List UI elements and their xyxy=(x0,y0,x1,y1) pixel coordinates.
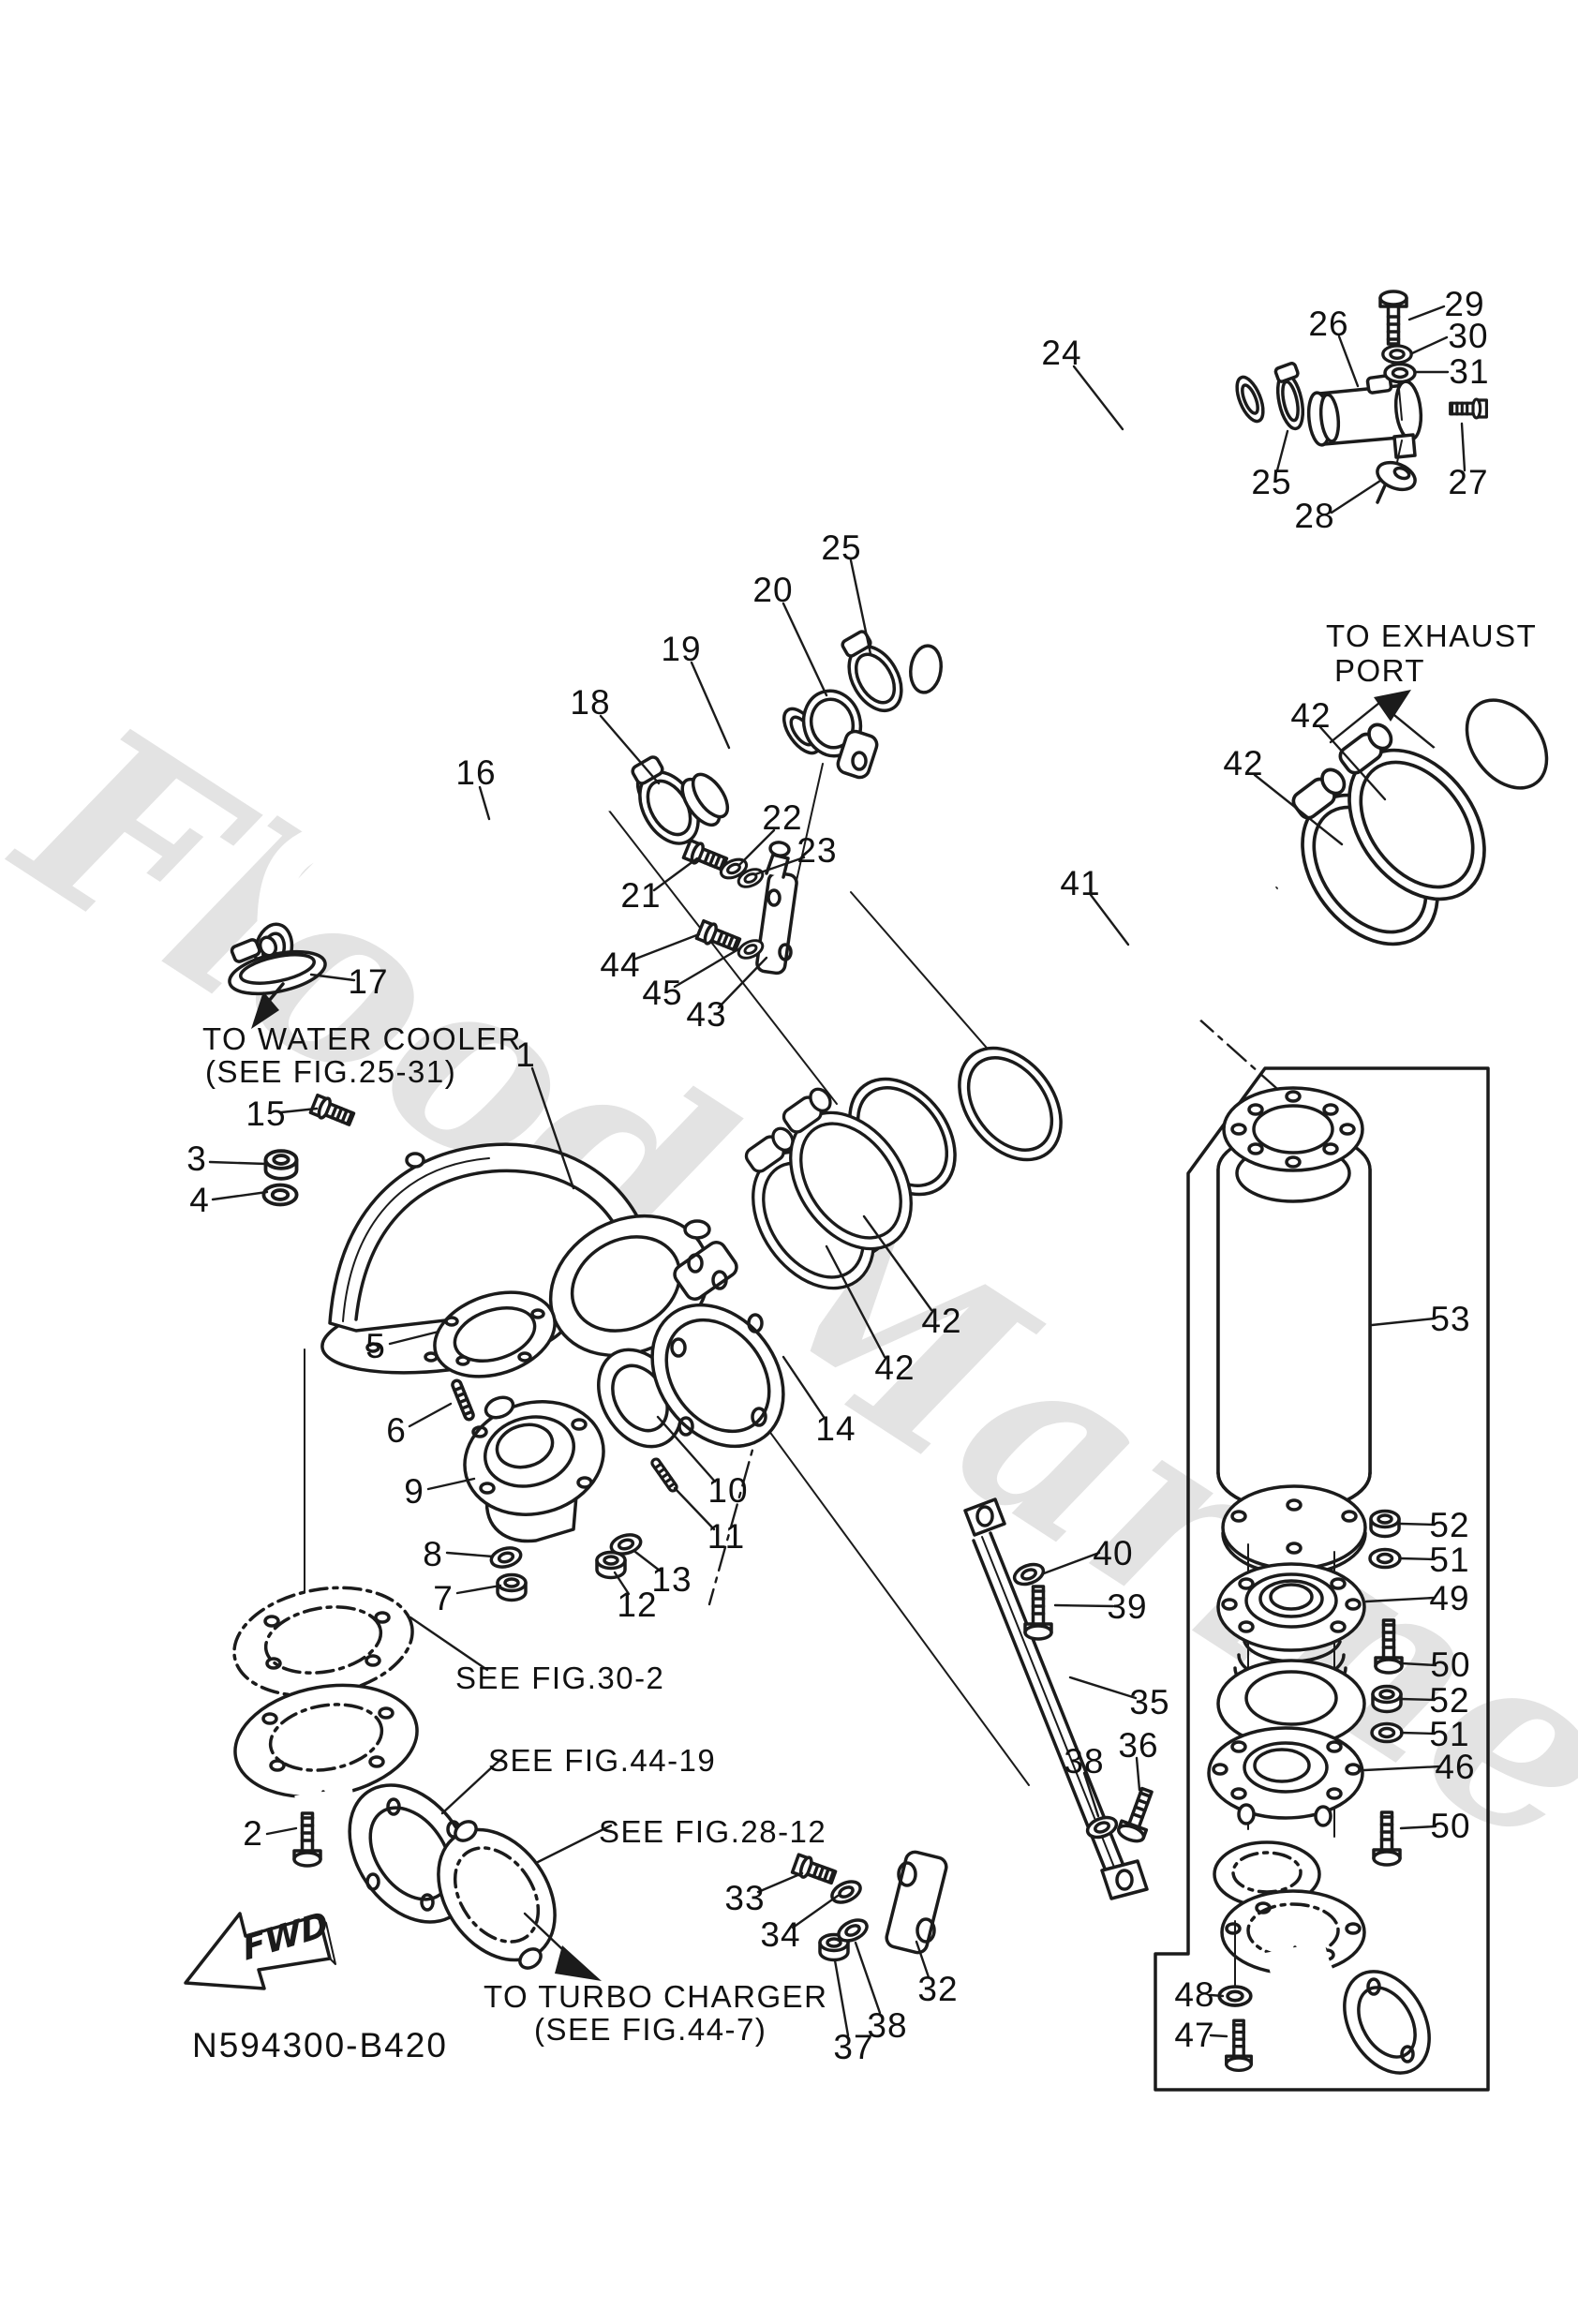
drawing-number: N594300-B420 xyxy=(192,2026,448,2064)
callout-42-d: 42 xyxy=(874,1348,916,1387)
callout-22: 22 xyxy=(762,798,803,837)
part-24-hose xyxy=(908,375,1265,694)
to-turbo-charger-line2: (SEE FIG.44-7) xyxy=(534,2012,767,2047)
part-lower-elbow-assy xyxy=(1213,1840,1431,2075)
callout-49: 49 xyxy=(1429,1579,1470,1617)
callout-48: 48 xyxy=(1174,1975,1215,2014)
part-49-bellows-joint xyxy=(1216,1562,1366,1749)
callout-42-b: 42 xyxy=(1223,744,1264,782)
to-exhaust-port-line1: TO EXHAUST xyxy=(1326,618,1538,653)
part-gasket-28-12 xyxy=(437,1820,557,1970)
see-fig-30-2: SEE FIG.30-2 xyxy=(455,1661,665,1695)
callout-21: 21 xyxy=(620,876,662,915)
callout-17: 17 xyxy=(348,962,389,1001)
part-5-gasket xyxy=(433,1290,557,1378)
callout-47: 47 xyxy=(1174,2016,1215,2054)
callout-2: 2 xyxy=(243,1814,263,1853)
callout-3: 3 xyxy=(186,1140,207,1178)
sub-assembly-box xyxy=(1154,1066,1490,2092)
part-46-flange xyxy=(1207,1726,1364,1827)
callout-39: 39 xyxy=(1107,1587,1148,1626)
callout-51-a: 51 xyxy=(1429,1541,1470,1579)
callout-38-a: 38 xyxy=(1064,1742,1105,1780)
part-53-muffler-assy xyxy=(1216,1086,1372,1838)
part-41-hose xyxy=(848,845,1311,1197)
part-26-fitting xyxy=(1306,348,1423,468)
to-water-cooler-arrow xyxy=(251,982,285,1029)
part-43-bracket xyxy=(755,841,798,976)
callout-19: 19 xyxy=(661,630,702,668)
part-17-clamp xyxy=(228,935,327,996)
callout-44: 44 xyxy=(600,946,641,984)
callout-25-mid: 25 xyxy=(821,529,862,567)
callout-18: 18 xyxy=(570,683,611,722)
callout-13: 13 xyxy=(651,1560,692,1599)
callout-31: 31 xyxy=(1449,352,1490,391)
callout-42-c: 42 xyxy=(921,1302,962,1340)
part-9-elbow-flange xyxy=(463,1395,605,1543)
callout-35: 35 xyxy=(1129,1683,1170,1721)
callout-50-b: 50 xyxy=(1430,1807,1471,1845)
callout-37: 37 xyxy=(833,2028,874,2066)
callout-14: 14 xyxy=(815,1409,856,1448)
see-fig-44-19: SEE FIG.44-19 xyxy=(488,1743,717,1778)
part-elbow-flange xyxy=(233,1683,473,1924)
callout-46: 46 xyxy=(1435,1748,1476,1786)
leader-lines xyxy=(208,305,1466,2038)
part-32-bracket xyxy=(885,1850,948,1955)
part-25-clamp-mid xyxy=(841,630,903,712)
to-water-cooler-line1: TO WATER COOLER xyxy=(202,1021,522,1056)
callout-26: 26 xyxy=(1308,305,1349,343)
callout-1: 1 xyxy=(515,1035,536,1074)
to-turbo-arrow xyxy=(523,1912,602,1981)
callout-16: 16 xyxy=(455,753,497,792)
callout-33: 33 xyxy=(724,1879,766,1917)
callout-40: 40 xyxy=(1093,1534,1134,1572)
callout-50-a: 50 xyxy=(1430,1646,1471,1684)
callout-5: 5 xyxy=(365,1327,386,1365)
callout-29: 29 xyxy=(1444,285,1485,323)
callout-42-a: 42 xyxy=(1290,696,1332,735)
callout-36: 36 xyxy=(1118,1726,1159,1765)
callout-52-a: 52 xyxy=(1429,1506,1470,1544)
callout-24: 24 xyxy=(1041,334,1082,372)
to-water-cooler-line2: (SEE FIG.25-31) xyxy=(205,1054,457,1089)
part-28-bracket xyxy=(1376,460,1417,504)
callout-25-top: 25 xyxy=(1251,463,1292,501)
callout-20: 20 xyxy=(752,571,794,609)
callout-15: 15 xyxy=(246,1095,287,1133)
to-turbo-charger-line1: TO TURBO CHARGER xyxy=(484,1979,828,2014)
part-35-stay xyxy=(963,1497,1149,1900)
see-fig-28-12: SEE FIG.28-12 xyxy=(599,1814,827,1849)
callout-38-b: 38 xyxy=(867,2006,908,2045)
callout-23: 23 xyxy=(796,831,838,870)
callout-51-b: 51 xyxy=(1429,1715,1470,1753)
callout-27: 27 xyxy=(1448,463,1489,501)
part-25-clamp-top xyxy=(1273,362,1305,431)
callout-32: 32 xyxy=(917,1970,959,2008)
callout-30: 30 xyxy=(1448,317,1489,355)
callout-28: 28 xyxy=(1294,497,1335,535)
callout-10: 10 xyxy=(707,1471,749,1510)
callout-41: 41 xyxy=(1060,864,1101,902)
callout-9: 9 xyxy=(404,1472,424,1511)
callout-52-b: 52 xyxy=(1429,1681,1470,1720)
callout-4: 4 xyxy=(189,1181,210,1219)
callout-12: 12 xyxy=(617,1586,658,1624)
part-flange-dashed xyxy=(232,1586,414,1698)
callout-45: 45 xyxy=(642,974,683,1012)
to-exhaust-port-line2: PORT xyxy=(1334,653,1426,688)
callout-43: 43 xyxy=(686,995,727,1034)
callout-34: 34 xyxy=(760,1915,801,1954)
callout-6: 6 xyxy=(386,1411,407,1450)
callout-11: 11 xyxy=(707,1517,746,1556)
callout-53: 53 xyxy=(1430,1300,1471,1338)
callout-7: 7 xyxy=(433,1579,454,1617)
callout-8: 8 xyxy=(423,1535,443,1573)
